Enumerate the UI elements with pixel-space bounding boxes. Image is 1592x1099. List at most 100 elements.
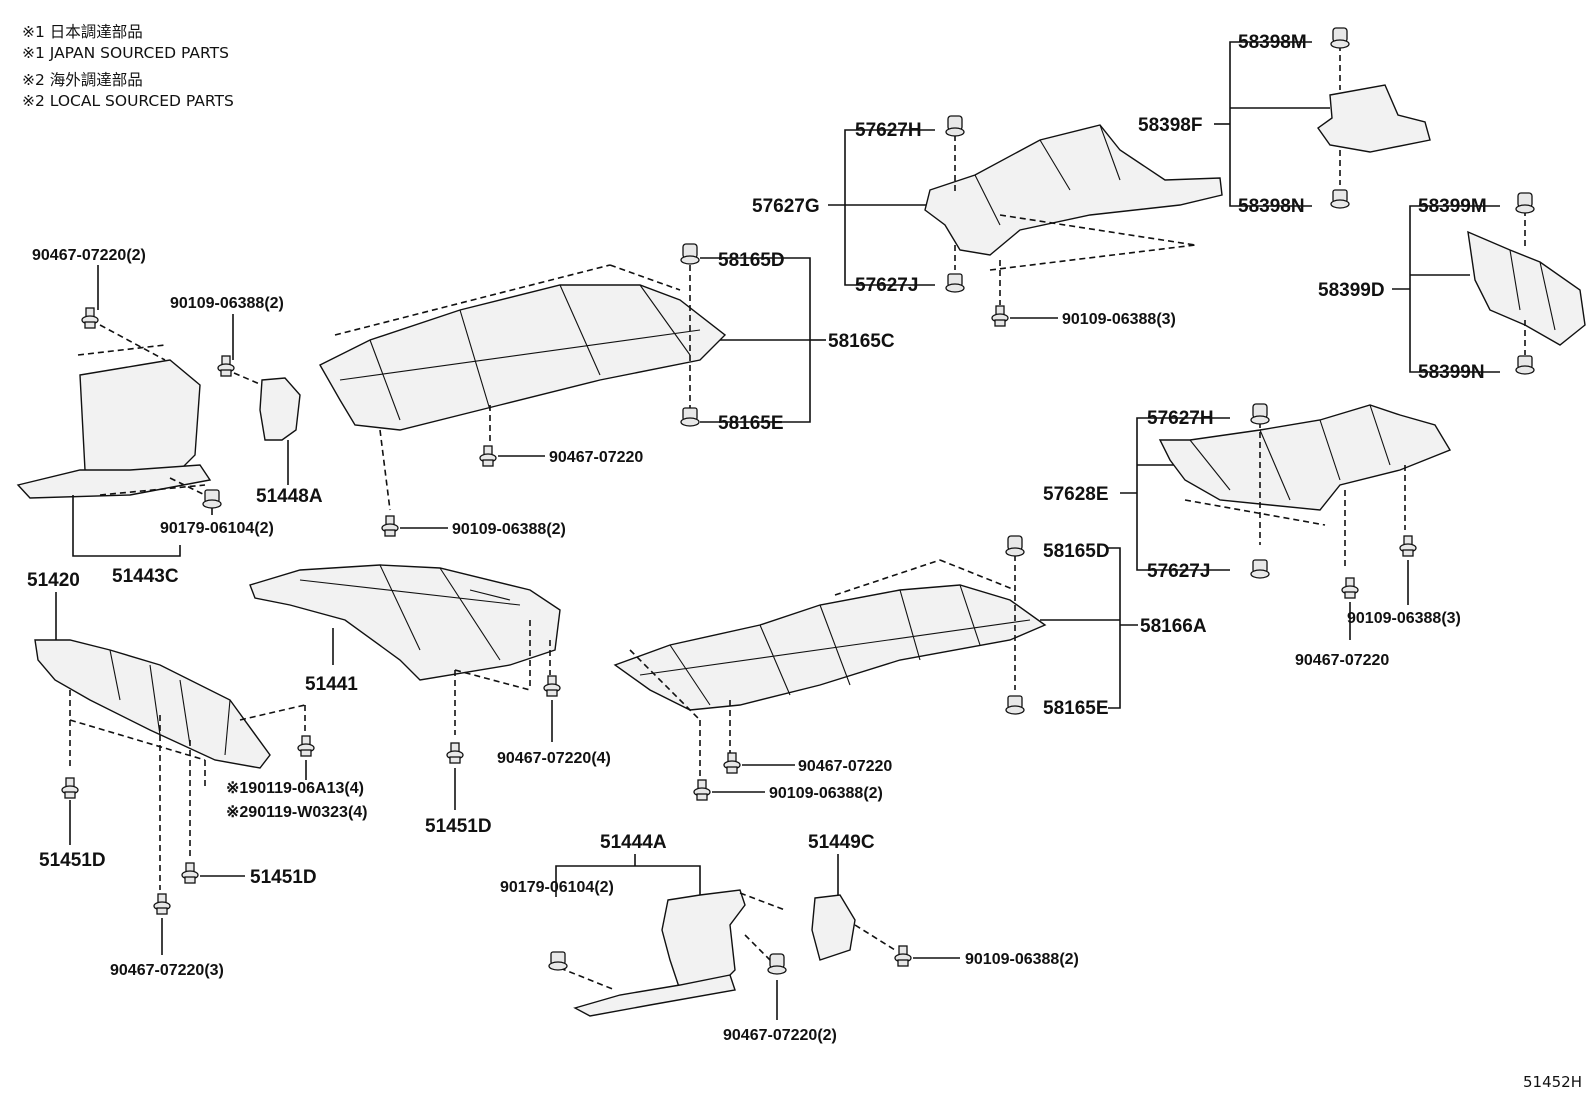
clip-58165D-right-icon (1005, 535, 1025, 557)
label-90109-06388-3-right: 90109-06388(3) (1347, 610, 1461, 627)
cover-51444A-base (573, 974, 736, 1017)
label-51451D-mid: 51451D (425, 816, 492, 837)
note-local-sourced-en: ※2 LOCAL SOURCED PARTS (22, 92, 234, 110)
label-90109-06388-2-mid: 90109-06388(2) (452, 521, 566, 538)
label-90109-06388-3-top: 90109-06388(3) (1062, 311, 1176, 328)
nut-57627J-top-icon (945, 273, 965, 293)
label-51451D-left2: 51451D (250, 867, 317, 888)
label-90179-06104-2-left: 90179-06104(2) (160, 520, 274, 537)
nut-58399N-icon (1515, 355, 1535, 375)
label-90109-06388-2-bottom: 90109-06388(2) (965, 951, 1079, 968)
group-58166A: 58165D 58166A 58165E 90467-07220 90109-0… (613, 535, 1207, 802)
label-57627H-right: 57627H (1147, 408, 1214, 429)
clip-57627H-right-icon (1250, 403, 1270, 425)
screw-90467-07220-mid-icon (479, 445, 497, 467)
note-japan-sourced-en: ※1 JAPAN SOURCED PARTS (22, 44, 229, 62)
label-51444A: 51444A (600, 832, 667, 853)
group-51443C: 90467-07220(2) 51443C 90109-06388(2) 514… (16, 247, 323, 587)
screw-51451D-mid-icon (446, 742, 464, 764)
label-58398F: 58398F (1138, 115, 1202, 136)
bracket-51448A (259, 377, 301, 441)
clip-57627H-top-icon (945, 115, 965, 137)
nut-90179-06104-bottom-icon (548, 951, 568, 971)
label-90467-07220-4: 90467-07220(4) (497, 750, 611, 767)
label-58399M: 58399M (1418, 196, 1487, 217)
screw-90467-07220-right-icon (1341, 577, 1359, 599)
nut-90179-06104-left-icon (202, 489, 222, 509)
nut-58398N-icon (1330, 189, 1350, 209)
label-190119-06A13: ※190119-06A13(4) (226, 780, 364, 797)
label-51448A: 51448A (256, 486, 323, 507)
note-local-sourced-jp: ※2 海外調達部品 (22, 71, 143, 89)
screw-90109-06388-mid-icon (381, 515, 399, 537)
label-90467-07220-mid: 90467-07220 (549, 449, 643, 466)
group-51441: 51441 51451D 90467-07220(4) (249, 564, 611, 837)
label-51443C: 51443C (112, 566, 179, 587)
label-51451D-left: 51451D (39, 850, 106, 871)
label-58399D: 58399D (1318, 280, 1385, 301)
screw-190119-icon (297, 735, 315, 757)
cover-51443C-body (79, 359, 201, 476)
clip-58399M-icon (1515, 192, 1535, 214)
label-58398M: 58398M (1238, 32, 1307, 53)
group-51420: 51420 51451D ※190119-06A13(4) ※290119-W0… (27, 570, 368, 979)
cover-58166A (613, 584, 1047, 711)
screw-51451D-left2-icon (181, 862, 199, 884)
screw-90109-06388-left-icon (217, 355, 235, 377)
group-51449C: 51449C 90109-06388(2) (808, 832, 1079, 968)
screw-51451D-left-icon (61, 777, 79, 799)
cover-51444A-body (661, 889, 746, 991)
label-57627J-right: 57627J (1147, 561, 1210, 582)
cover-57627G (924, 124, 1223, 256)
screw-90467-07220-3-icon (153, 893, 171, 915)
label-58165E-top: 58165E (718, 413, 784, 434)
label-90109-06388-2-lower: 90109-06388(2) (769, 785, 883, 802)
label-58165C: 58165C (828, 331, 895, 352)
label-51441: 51441 (305, 674, 358, 695)
group-57628E: 57627H 57628E 57627J 90109-06388(3) 9046… (1043, 403, 1461, 669)
nut-58165E-top-icon (680, 407, 700, 427)
screw-90467-07220-left-icon (81, 307, 99, 329)
group-51444A: 51444A 90179-06104(2) 90467-07220(2) (500, 832, 837, 1044)
nut-57627J-right-icon (1250, 559, 1270, 579)
group-58165C: 58165D 58165C 58165E 90467-07220 90109-0… (319, 243, 895, 538)
label-58398N: 58398N (1238, 196, 1305, 217)
bracket-51449C (811, 894, 856, 961)
label-90467-07220-2-left: 90467-07220(2) (32, 247, 146, 264)
label-51420: 51420 (27, 570, 80, 591)
cover-51441 (249, 564, 561, 681)
cover-51443C-base (16, 464, 212, 499)
label-58165E-right: 58165E (1043, 698, 1109, 719)
label-58399N: 58399N (1418, 362, 1485, 383)
label-90467-07220-3: 90467-07220(3) (110, 962, 224, 979)
label-57627J-top: 57627J (855, 275, 918, 296)
nut-58165E-right-icon (1005, 695, 1025, 715)
group-58399D: 58399M 58399D 58399N (1318, 192, 1586, 383)
label-290119-W0323: ※290119-W0323(4) (226, 804, 368, 821)
bracket-58398F (1317, 84, 1431, 153)
label-51449C: 51449C (808, 832, 875, 853)
cover-58399D (1467, 230, 1586, 346)
label-57627G: 57627G (752, 196, 820, 217)
cover-57628E (1158, 404, 1452, 511)
label-58166A: 58166A (1140, 616, 1207, 637)
label-90179-06104-2-bottom: 90179-06104(2) (500, 879, 614, 896)
group-57627G: 57627H 57627G 57627J 90109-06388(3) (752, 115, 1223, 328)
screw-90467-07220-4-icon (543, 675, 561, 697)
clip-90467-07220-bottom-icon (767, 953, 787, 975)
note-japan-sourced-jp: ※1 日本調達部品 (22, 23, 143, 41)
label-58165D-top: 58165D (718, 250, 785, 271)
label-90467-07220-2-bottom: 90467-07220(2) (723, 1027, 837, 1044)
clip-58165D-top-icon (680, 243, 700, 265)
clip-58398M-icon (1330, 27, 1350, 49)
label-90467-07220-right: 90467-07220 (1295, 652, 1389, 669)
label-58165D-right: 58165D (1043, 541, 1110, 562)
screw-90467-07220-lower-icon (723, 752, 741, 774)
label-57628E: 57628E (1043, 484, 1109, 505)
figure-id: 51452H (1523, 1073, 1582, 1091)
label-57627H-top: 57627H (855, 120, 922, 141)
cover-58165C (319, 284, 727, 431)
group-58398F: 58398M 58398F 58398N (1138, 27, 1431, 217)
screw-90109-06388-lower-icon (693, 779, 711, 801)
